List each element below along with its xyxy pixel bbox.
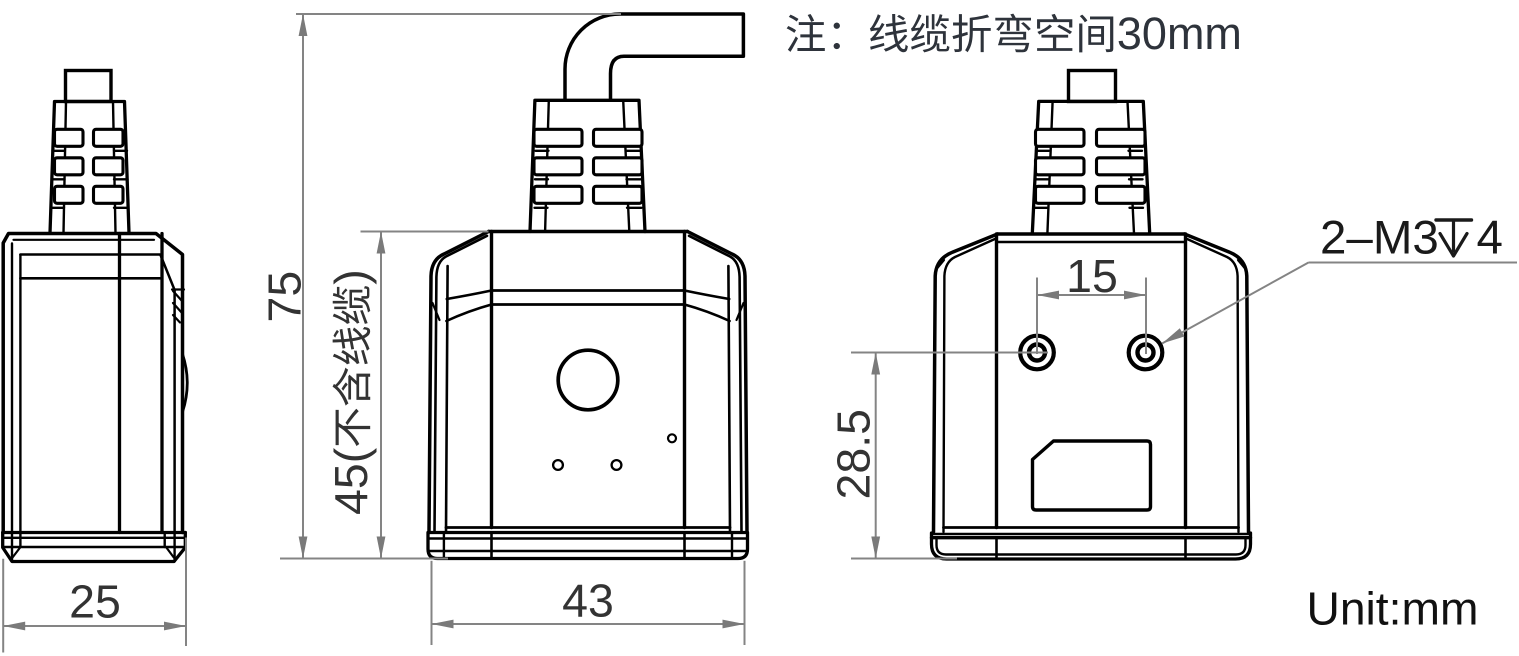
svg-text:45(: 45( [325, 447, 377, 515]
svg-text:15: 15 [1066, 250, 1118, 302]
svg-text:30mm: 30mm [1117, 8, 1242, 59]
svg-text:2–M3: 2–M3 [1320, 212, 1439, 265]
svg-text:43: 43 [562, 575, 614, 627]
svg-text:25: 25 [69, 576, 121, 628]
svg-text:Unit:mm: Unit:mm [1307, 583, 1479, 635]
svg-text:4: 4 [1477, 212, 1503, 265]
svg-text:75: 75 [259, 271, 311, 323]
svg-text:28.5: 28.5 [828, 409, 880, 500]
svg-text:): ) [325, 269, 377, 285]
